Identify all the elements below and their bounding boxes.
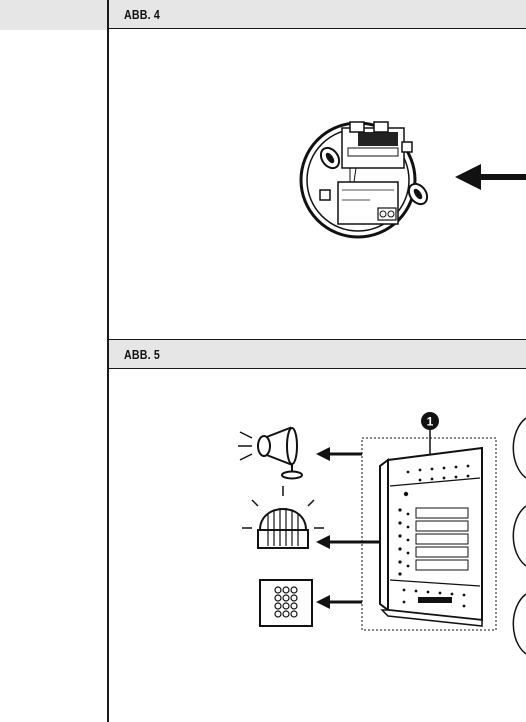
section-header-abb5: ABB. 5 [109,339,526,369]
arrow-left-icon [455,164,526,190]
section-label: ABB. 4 [124,7,160,22]
alarm-system-illustration: 1 [238,412,526,655]
section-label: ABB. 5 [124,347,160,362]
alarm-control-panel-icon [379,446,483,627]
smoke-detector-base-icon [299,121,429,239]
arrow-left-icon [316,595,362,609]
callout-badge: 1 [421,412,439,460]
flashing-light-icon [242,486,324,549]
left-margin-band [0,0,108,30]
siren-icon [238,426,303,480]
callout-number: 1 [427,415,434,429]
keypad-icon [259,579,313,627]
arrow-left-icon [316,447,362,461]
section-header-abb4: ABB. 4 [109,0,526,29]
arrow-left-icon [316,535,380,549]
margin-rule [107,0,109,722]
